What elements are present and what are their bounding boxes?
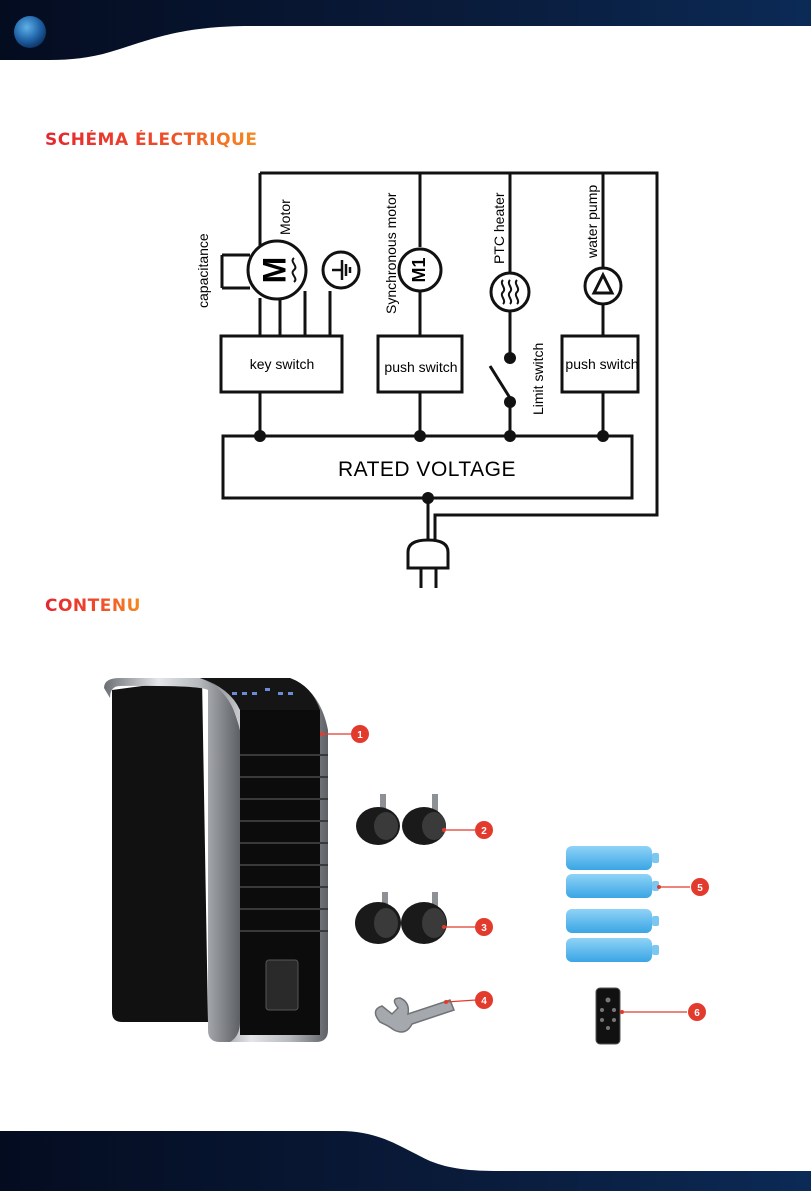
callout-6: 6	[688, 1003, 706, 1021]
motor-label: Motor	[277, 199, 293, 235]
callout-5: 5	[691, 878, 709, 896]
contents-title: CONTENU	[45, 596, 141, 616]
callout-3: 3	[475, 918, 493, 936]
callout-4: 4	[475, 991, 493, 1009]
air-cooler-image	[104, 678, 328, 1042]
footer-band	[0, 1131, 811, 1191]
callout-1-number: 1	[357, 730, 363, 741]
ptc-heater-label: PTC heater	[491, 192, 507, 264]
callout-2-number: 2	[481, 826, 487, 837]
sync-motor-label: Synchronous motor	[383, 192, 399, 314]
schematic-title: SCHÉMA ÉLECTRIQUE	[45, 130, 257, 150]
water-pump-label: water pump	[584, 185, 600, 259]
small-casters-image	[356, 794, 446, 845]
motor-symbol-letter: M	[256, 257, 292, 284]
callout-3-number: 3	[481, 923, 487, 934]
key-switch-label: key switch	[250, 356, 315, 372]
wiring-diagram: M M1 Motor capacitance Synchronous mot	[190, 160, 670, 590]
wrench-image	[375, 998, 454, 1032]
callout-4-number: 4	[481, 996, 487, 1007]
limit-switch-label: Limit switch	[530, 343, 546, 415]
push-switch-2-label: push switch	[565, 356, 638, 372]
large-casters-image	[355, 892, 447, 944]
power-plug-icon	[408, 540, 448, 588]
header-band	[0, 0, 811, 60]
header-orb-icon	[14, 16, 46, 48]
sync-motor-symbol-label: M1	[409, 257, 429, 282]
callout-6-number: 6	[694, 1008, 700, 1019]
callout-5-number: 5	[697, 883, 703, 894]
contents-illustration: 1 2 3 4 5 6	[90, 670, 730, 1060]
rated-voltage-label: RATED VOLTAGE	[338, 458, 516, 481]
capacitance-label: capacitance	[195, 233, 211, 308]
callout-1: 1	[351, 725, 369, 743]
ice-packs-image	[566, 846, 659, 962]
remote-control-image	[596, 988, 620, 1044]
callout-2: 2	[475, 821, 493, 839]
push-switch-1-label: push switch	[384, 359, 457, 375]
